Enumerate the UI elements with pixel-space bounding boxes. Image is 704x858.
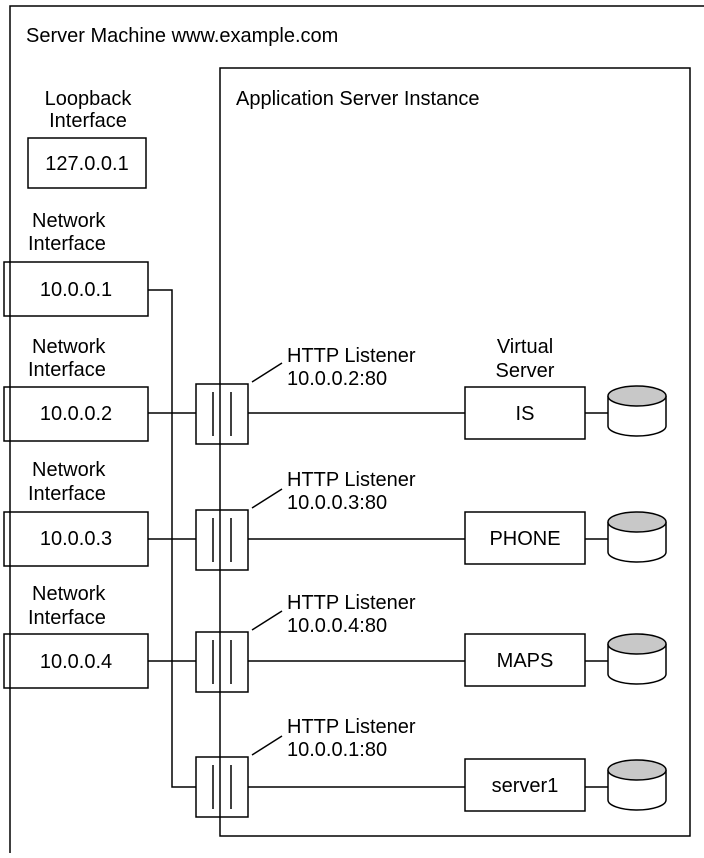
- listener-ports-4: [212, 765, 232, 809]
- listener-callout-3: [251, 610, 283, 631]
- network-interface-label-1-line2: Interface: [28, 233, 106, 255]
- database-icon: [607, 511, 667, 563]
- listener-label-2-line2: 10.0.0.3:80: [287, 492, 387, 514]
- network-interface-address-4: 10.0.0.4: [40, 651, 112, 673]
- server-machine-frame: [9, 5, 704, 853]
- app-server-title: Application Server Instance: [236, 88, 479, 110]
- network-interface-label-4-line2: Interface: [28, 607, 106, 629]
- virtual-server-header-line2: Server: [496, 360, 555, 382]
- virtual-server-box-2: [464, 511, 586, 565]
- listener-label-4-line2: 10.0.0.1:80: [287, 739, 387, 761]
- listener-label-2-line1: HTTP Listener: [287, 469, 416, 491]
- virtual-server-name-4: server1: [492, 775, 559, 797]
- listener-label-3-line1: HTTP Listener: [287, 592, 416, 614]
- listener-box-4: [195, 756, 249, 818]
- virtual-server-name-2: PHONE: [489, 528, 560, 550]
- virtual-server-box-4: [464, 758, 586, 812]
- network-interface-label-3-line1: Network: [32, 459, 106, 481]
- network-interface-label-1-line1: Network: [32, 210, 106, 232]
- network-interface-label-2-line2: Interface: [28, 359, 106, 381]
- virtual-server-name-1: IS: [516, 403, 535, 425]
- listener-callout-4: [251, 735, 283, 756]
- network-interface-address-1: 10.0.0.1: [40, 279, 112, 301]
- network-interface-box-2: [3, 386, 149, 442]
- app-server-instance-frame: [219, 67, 691, 837]
- network-interface-address-3: 10.0.0.3: [40, 528, 112, 550]
- listener-box-3: [195, 631, 249, 693]
- virtual-server-header-line1: Virtual: [497, 336, 553, 358]
- loopback-label-line2: Interface: [49, 110, 127, 132]
- listener-box-2: [195, 509, 249, 571]
- listener-label-1-line1: HTTP Listener: [287, 345, 416, 367]
- listener-ports-1: [212, 392, 232, 436]
- listener-label-4-line1: HTTP Listener: [287, 716, 416, 738]
- database-icon: [607, 385, 667, 437]
- database-icon: [607, 633, 667, 685]
- network-interface-label-2-line1: Network: [32, 336, 106, 358]
- loopback-box: [27, 137, 147, 189]
- database-icon: [607, 759, 667, 811]
- network-interface-box-1: [3, 261, 149, 317]
- network-interface-label-4-line1: Network: [32, 583, 106, 605]
- virtual-server-name-3: MAPS: [497, 650, 554, 672]
- listener-ports-3: [212, 640, 232, 684]
- listener-callout-1: [251, 362, 283, 383]
- listener-box-1: [195, 383, 249, 445]
- loopback-label-line1: Loopback: [45, 88, 133, 110]
- loopback-address: 127.0.0.1: [45, 153, 128, 175]
- listener-ports-2: [212, 518, 232, 562]
- server-machine-title: Server Machine www.example.com: [26, 25, 338, 47]
- listener-label-1-line2: 10.0.0.2:80: [287, 368, 387, 390]
- network-interface-label-3-line2: Interface: [28, 483, 106, 505]
- virtual-server-box-3: [464, 633, 586, 687]
- network-interface-address-2: 10.0.0.2: [40, 403, 112, 425]
- listener-callout-2: [251, 488, 283, 509]
- listener-label-3-line2: 10.0.0.4:80: [287, 615, 387, 637]
